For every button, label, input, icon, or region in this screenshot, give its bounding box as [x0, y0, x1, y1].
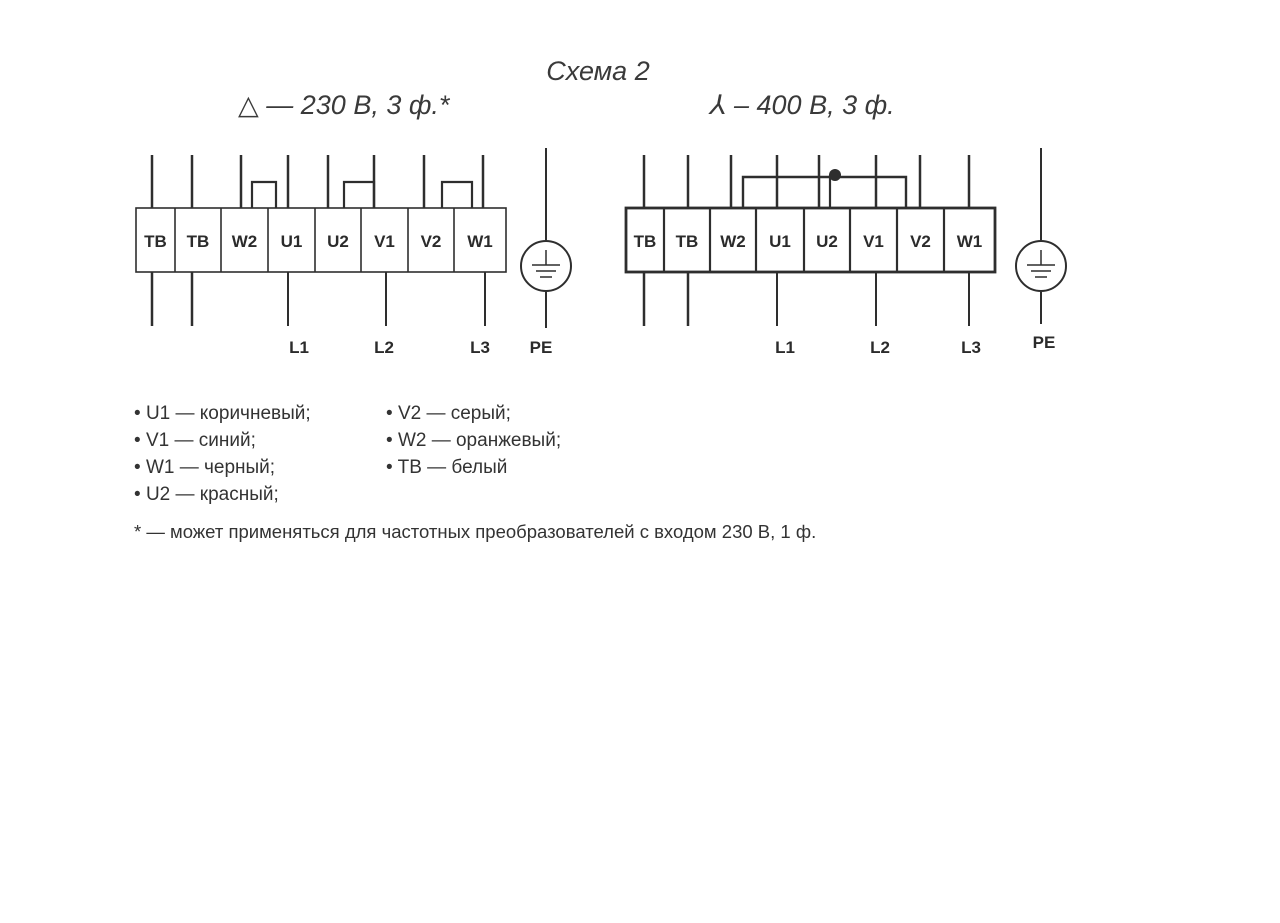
terminal-u1: U1 — [769, 232, 791, 251]
color-legend-right: V2 — серый; W2 — оранжевый; TB — белый — [386, 400, 562, 481]
legend-item: U2 — красный; — [134, 481, 311, 508]
terminal-w1: W1 — [467, 232, 493, 251]
line-label-l3: L3 — [470, 338, 490, 357]
terminal-w2: W2 — [720, 232, 746, 251]
diagram-title: Схема 2 — [546, 56, 650, 86]
terminal-u2: U2 — [327, 232, 349, 251]
terminal-u1: U1 — [281, 232, 303, 251]
terminal-v1: V1 — [863, 232, 884, 251]
ground-icon — [520, 240, 572, 292]
legend-item: U1 — коричневый; — [134, 400, 311, 427]
line-label-l2: L2 — [870, 338, 890, 357]
delta-icon: △ — [238, 90, 259, 120]
color-legend-left: U1 — коричневый; V1 — синий; W1 — черный… — [134, 400, 311, 508]
line-label-l3: L3 — [961, 338, 981, 357]
star-connection-title: ⅄ – 400 В, 3 ф. — [710, 90, 895, 121]
star-point-dot — [829, 169, 841, 181]
delta-connection-title: △ — 230 В, 3 ф.* — [238, 90, 449, 121]
line-label-l1: L1 — [775, 338, 795, 357]
terminal-tb: TB — [187, 232, 210, 251]
terminal-tb: TB — [634, 232, 657, 251]
terminal-tb: TB — [144, 232, 167, 251]
terminal-v2: V2 — [910, 232, 931, 251]
terminal-w1: W1 — [957, 232, 983, 251]
star-bridge — [741, 175, 908, 208]
terminal-w2: W2 — [232, 232, 258, 251]
footnote: * — может применяться для частотных прео… — [134, 521, 817, 542]
pe-label: PE — [530, 338, 553, 357]
legend-item: V1 — синий; — [134, 427, 311, 454]
terminal-v2: V2 — [421, 232, 442, 251]
terminal-board — [624, 206, 997, 274]
legend-item: V2 — серый; — [386, 400, 561, 427]
star-icon: ⅄ — [710, 90, 727, 120]
jumper-bridge — [342, 180, 376, 208]
star-label: – 400 В, 3 ф. — [726, 90, 895, 120]
terminal-board — [135, 207, 507, 273]
legend-item: W2 — оранжевый; — [386, 427, 561, 454]
terminal-u2: U2 — [816, 232, 838, 251]
terminal-tb: TB — [676, 232, 699, 251]
line-label-l2: L2 — [374, 338, 394, 357]
ground-icon — [1015, 240, 1067, 292]
delta-label: — 230 В, 3 ф.* — [258, 90, 450, 120]
jumper-bridge — [440, 180, 474, 208]
jumper-bridge — [250, 180, 278, 208]
line-label-l1: L1 — [289, 338, 309, 357]
legend-item: W1 — черный; — [134, 454, 311, 481]
legend-item: TB — белый — [386, 454, 561, 481]
pe-label: PE — [1033, 333, 1056, 352]
terminal-v1: V1 — [374, 232, 395, 251]
